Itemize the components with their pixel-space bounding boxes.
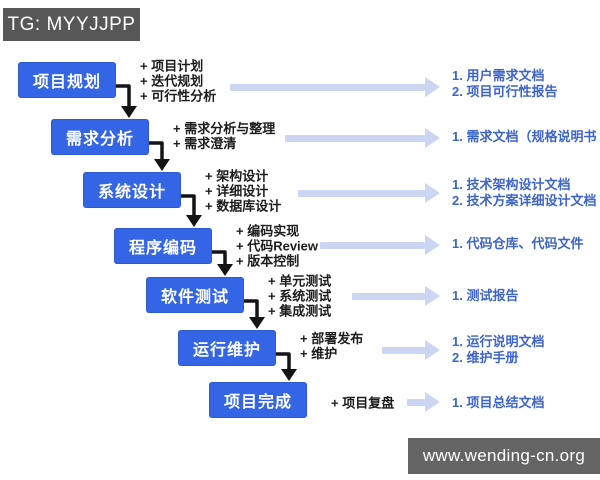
stage-outputs: 1. 需求文档（规格说明书: [452, 129, 596, 145]
stage-tasks: + 需求分析与整理+ 需求澄清: [173, 121, 275, 151]
task-item: + 需求澄清: [173, 136, 237, 151]
task-item: + 项目复盘: [331, 395, 395, 411]
stage-box: 程序编码: [114, 228, 212, 264]
task-item: + 代码Review: [236, 238, 319, 254]
watermark: www.wending-cn.org: [408, 438, 600, 474]
task-item: + 维护: [300, 346, 338, 361]
output-item: 1. 测试报告: [452, 288, 519, 303]
stage-tasks: + 单元测试+ 系统测试+ 集成测试: [268, 274, 331, 319]
task-item: + 项目计划: [140, 58, 204, 74]
arrow-head-icon: [425, 392, 440, 412]
down-arrowhead-icon: [217, 264, 233, 276]
arrow-head-icon: [425, 340, 440, 360]
stage-box: 项目完成: [209, 382, 307, 418]
stage-box: 运行维护: [178, 330, 276, 366]
stage-tasks: + 架构设计+ 详细设计+ 数据库设计: [205, 169, 281, 214]
stage-box: 系统设计: [83, 172, 181, 208]
down-arrowhead-icon: [249, 317, 265, 329]
stage-outputs: 1. 项目总结文档: [452, 395, 544, 411]
task-item: + 需求分析与整理: [173, 121, 276, 136]
task-item: + 单元测试: [268, 273, 332, 289]
stage-tasks: + 项目复盘: [331, 396, 394, 411]
elbow-connector-line: [212, 250, 227, 266]
task-item: + 数据库设计: [205, 198, 282, 214]
right-arrow-icon: [320, 235, 440, 255]
down-arrowhead-icon: [281, 369, 297, 381]
down-arrowhead-icon: [154, 159, 170, 171]
task-item: + 版本控制: [236, 253, 300, 269]
stage-box: 需求分析: [51, 119, 149, 155]
task-item: + 迭代规划: [140, 73, 204, 89]
arrow-head-icon: [425, 286, 440, 306]
stage-box: 软件测试: [146, 277, 244, 313]
task-item: + 可行性分析: [140, 88, 217, 104]
output-item: 2. 维护手册: [452, 350, 519, 365]
elbow-connector-line: [116, 84, 131, 108]
stage-tasks: + 部署发布+ 维护: [300, 331, 363, 361]
task-item: + 集成测试: [268, 303, 332, 319]
right-arrow-icon: [382, 340, 440, 360]
output-item: 1. 用户需求文档: [452, 68, 545, 83]
right-arrow-icon: [352, 286, 440, 306]
down-arrowhead-icon: [121, 106, 137, 118]
down-arrowhead-icon: [186, 215, 202, 227]
output-item: 2. 技术方案详细设计文档: [452, 193, 597, 208]
arrow-head-icon: [425, 235, 440, 255]
stage-tasks: + 项目计划+ 迭代规划+ 可行性分析: [140, 59, 216, 104]
right-arrow-icon: [298, 183, 440, 203]
elbow-connector-line: [276, 352, 291, 371]
arrow-head-icon: [425, 183, 440, 203]
stage-outputs: 1. 测试报告: [452, 288, 518, 304]
elbow-connector-line: [181, 194, 196, 217]
output-item: 2. 项目可行性报告: [452, 84, 558, 99]
elbow-connector-line: [149, 141, 164, 161]
tg-badge: TG: MYYJJPP: [3, 8, 140, 41]
output-item: 1. 需求文档（规格说明书: [452, 129, 597, 144]
right-arrow-icon: [230, 77, 440, 97]
output-item: 1. 运行说明文档: [452, 334, 545, 349]
stage-box: 项目规划: [18, 62, 116, 98]
task-item: + 系统测试: [268, 288, 332, 304]
output-item: 1. 项目总结文档: [452, 395, 545, 410]
task-item: + 详细设计: [205, 183, 269, 199]
output-item: 1. 代码仓库、代码文件: [452, 236, 584, 251]
output-item: 1. 技术架构设计文档: [452, 177, 571, 192]
stage-tasks: + 编码实现+ 代码Review+ 版本控制: [236, 224, 318, 269]
right-arrow-icon: [407, 392, 440, 412]
task-item: + 部署发布: [300, 331, 364, 346]
stage-outputs: 1. 代码仓库、代码文件: [452, 236, 583, 252]
arrow-head-icon: [425, 128, 440, 148]
task-item: + 架构设计: [205, 168, 269, 184]
elbow-connector-line: [244, 299, 259, 319]
task-item: + 编码实现: [236, 223, 300, 239]
right-arrow-icon: [285, 128, 440, 148]
arrow-head-icon: [425, 77, 440, 97]
